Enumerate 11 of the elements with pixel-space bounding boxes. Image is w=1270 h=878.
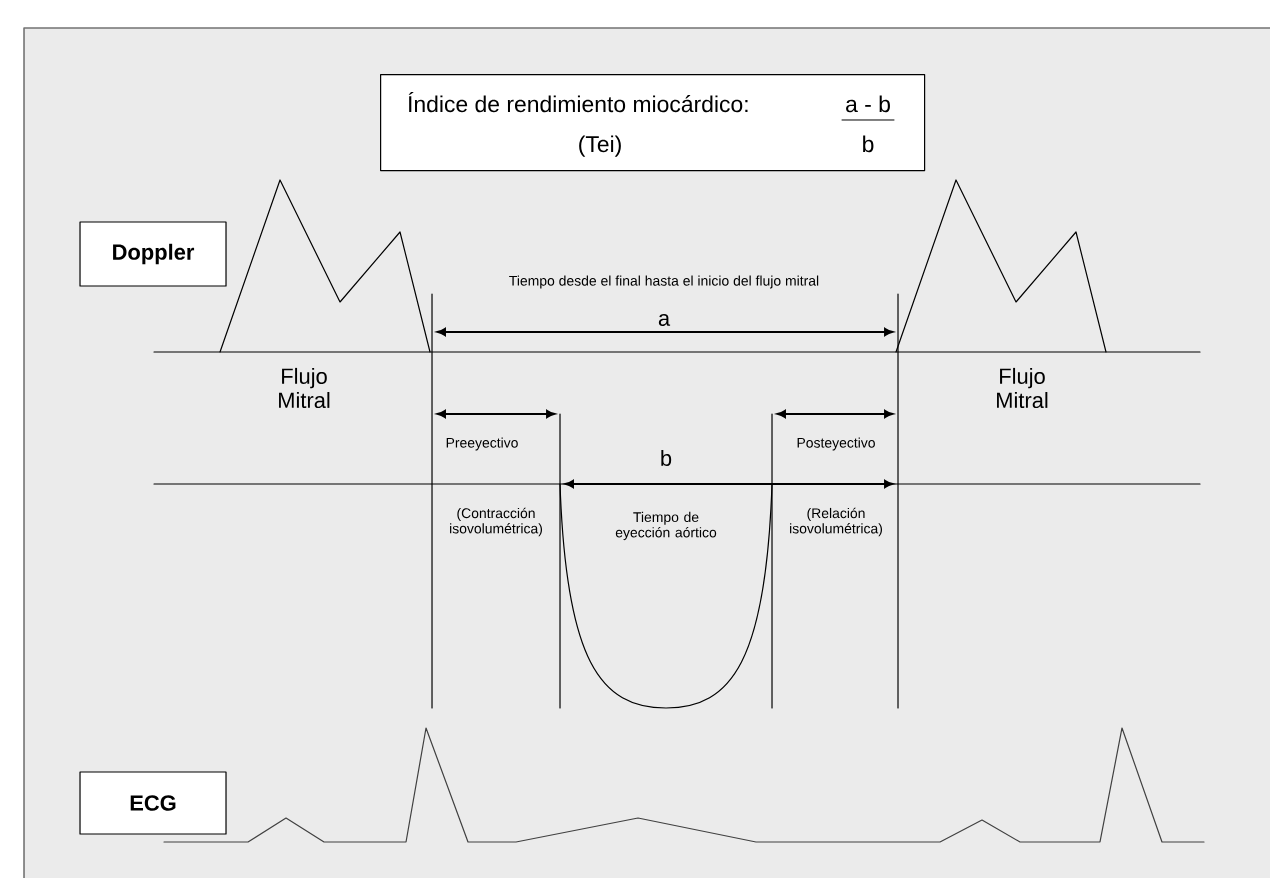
- wave-label: Flujo Mitral: [997, 367, 1048, 409]
- dimension-label: a: [658, 314, 671, 326]
- formula-text: a - b: [846, 95, 890, 113]
- title-box: [380, 74, 926, 172]
- label-box: Doppler: [79, 221, 227, 287]
- title-text: Índice de rendimiento miocárdico:: [408, 92, 748, 113]
- title-text: (Tei): [579, 135, 621, 157]
- label-box: ECG: [79, 771, 227, 835]
- formula-text: b: [863, 135, 874, 153]
- wave-label: Flujo Mitral: [279, 367, 330, 409]
- dimension-label: b: [661, 449, 672, 467]
